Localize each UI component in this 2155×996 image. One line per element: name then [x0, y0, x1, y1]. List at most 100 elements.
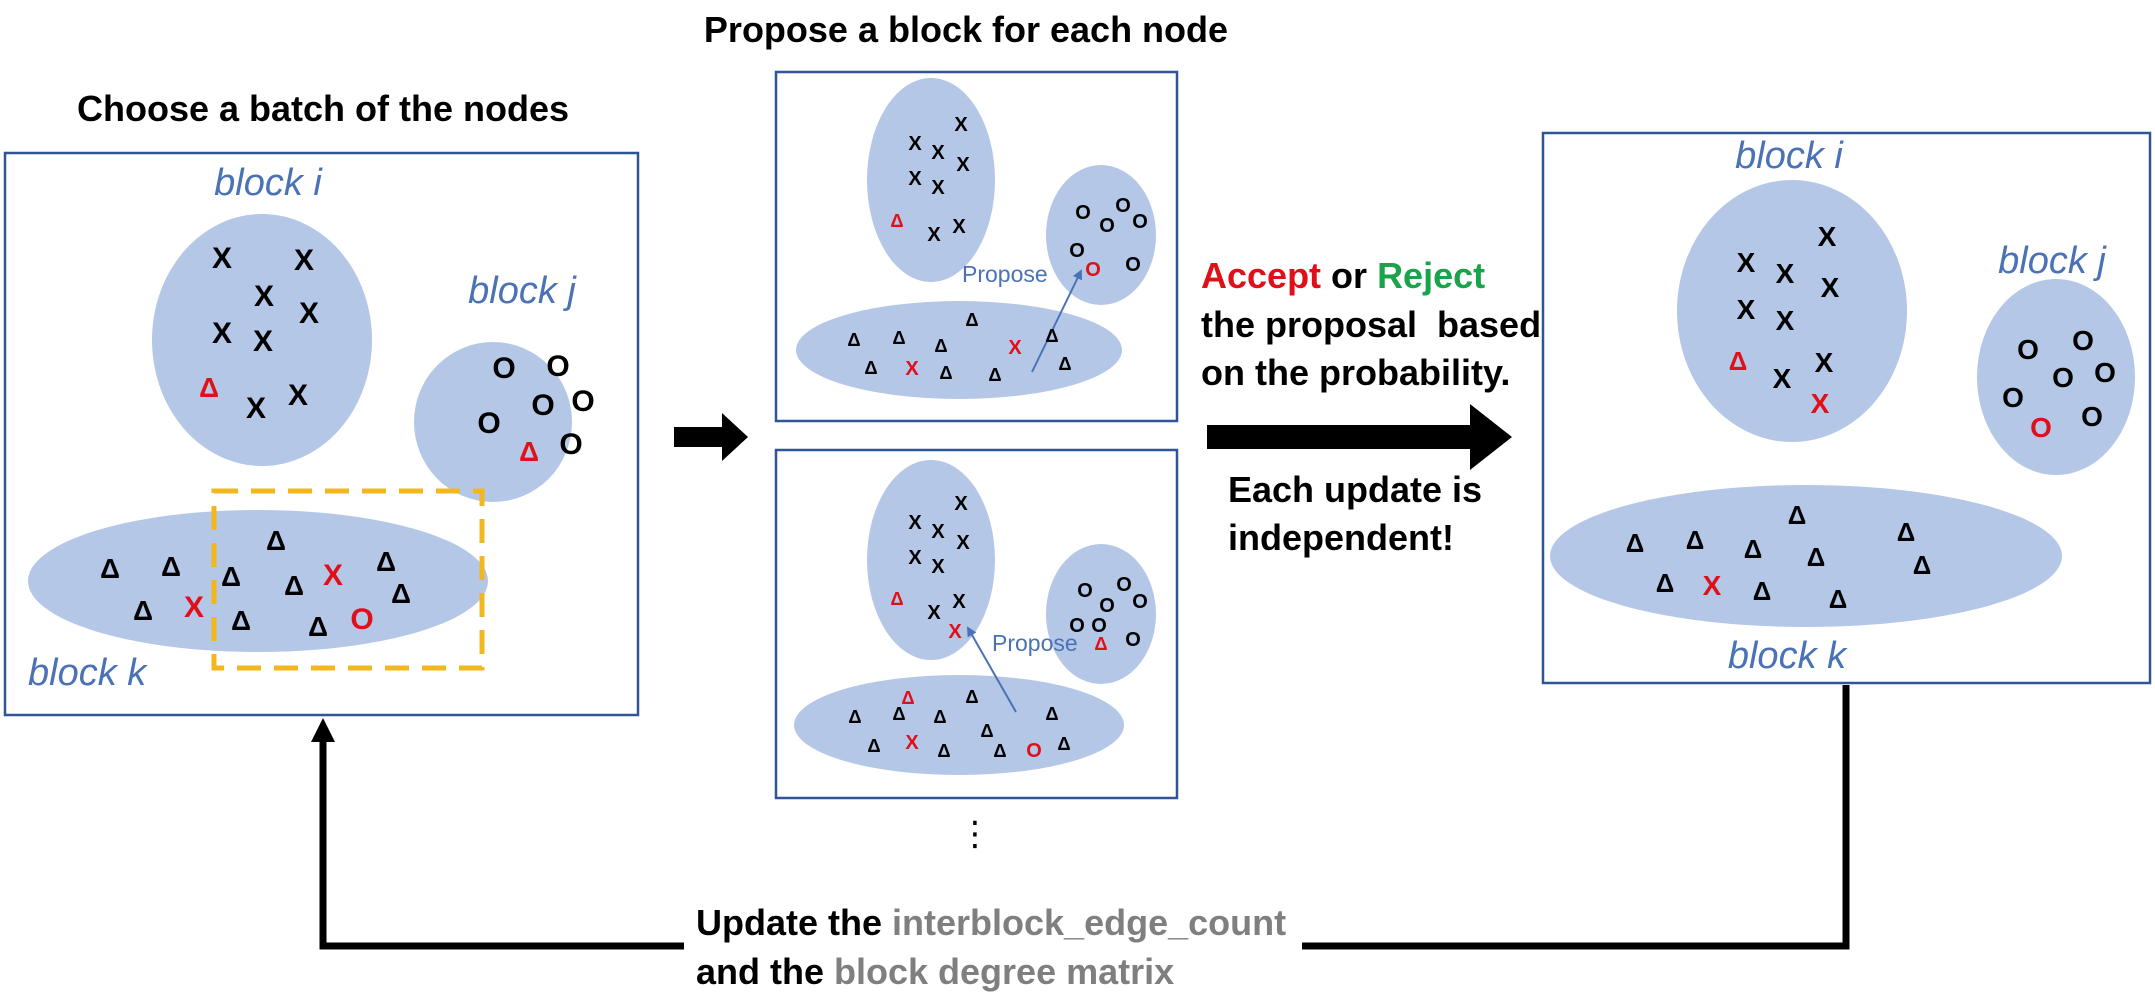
triangle-node-icon: Δ: [980, 720, 993, 741]
triangle-node-icon: Δ: [1913, 552, 1932, 580]
red-triangle-node-icon: Δ: [1729, 348, 1748, 376]
decision-line-2: the proposal based: [1201, 304, 1541, 345]
more-proposals-ellipsis: ⋮: [958, 814, 992, 854]
x-node-icon: X: [1737, 247, 1756, 278]
x-node-icon: X: [956, 532, 970, 554]
x-node-icon: X: [299, 297, 319, 330]
red-x-node-icon: X: [1703, 570, 1722, 601]
triangle-node-icon: Δ: [892, 327, 905, 348]
right-block-j-label: block j: [1998, 240, 2107, 282]
interblock-edge-count-term: interblock_edge_count: [892, 902, 1286, 943]
red-o-node-icon: O: [2030, 412, 2052, 443]
red-x-node-icon: X: [1008, 337, 1022, 359]
o-node-icon: O: [1099, 595, 1115, 617]
x-node-icon: X: [212, 242, 232, 275]
triangle-node-icon: Δ: [376, 546, 396, 577]
x-node-icon: X: [212, 317, 232, 350]
right-block-j-cluster: [1977, 279, 2135, 475]
triangle-node-icon: Δ: [867, 735, 880, 756]
triangle-node-icon: Δ: [1744, 536, 1763, 564]
right-block-k-label: block k: [1728, 635, 1848, 677]
block-i-label: block i: [214, 162, 323, 204]
decision-line-1: Accept or Reject: [1201, 255, 1485, 296]
block-k-cluster: [28, 510, 488, 652]
triangle-node-icon: Δ: [1045, 325, 1058, 346]
block-k-label: block k: [28, 652, 148, 694]
red-x-node-icon: X: [184, 591, 204, 624]
o-node-icon: O: [2072, 325, 2094, 356]
proposal-panel-bottom-frame: [774, 448, 1179, 800]
x-node-icon: X: [908, 512, 922, 534]
feedback-arrowhead: [311, 718, 335, 742]
triangle-node-icon: Δ: [847, 329, 860, 350]
block-j-cluster: [414, 342, 572, 502]
triangle-node-icon: Δ: [1057, 733, 1070, 754]
triangle-node-icon: Δ: [1626, 530, 1645, 558]
independence-note-line-1: Each update is: [1228, 469, 1482, 510]
triangle-node-icon: Δ: [1686, 527, 1705, 555]
batch-selection-box: [211, 488, 485, 671]
red-triangle-node-icon: Δ: [890, 210, 903, 231]
x-node-icon: X: [288, 379, 308, 412]
x-node-icon: X: [294, 244, 314, 277]
x-node-icon: X: [931, 142, 945, 164]
x-node-icon: X: [1818, 221, 1837, 252]
o-node-icon: O: [2052, 362, 2074, 393]
x-node-icon: X: [954, 114, 968, 136]
triangle-node-icon: Δ: [864, 357, 877, 378]
o-node-icon: O: [1091, 615, 1107, 637]
red-triangle-node-icon: Δ: [901, 687, 914, 708]
x-node-icon: X: [1776, 305, 1795, 336]
mid-top-block-k: [796, 301, 1122, 399]
propose-label-bottom: Propose: [992, 630, 1078, 656]
triangle-node-icon: Δ: [988, 364, 1001, 385]
triangle-node-icon: Δ: [934, 335, 947, 356]
decision-line-3: on the probability.: [1201, 352, 1510, 393]
triangle-node-icon: Δ: [892, 703, 905, 724]
right-panel-frame: [1541, 131, 2152, 685]
o-node-icon: O: [546, 350, 569, 383]
red-x-node-icon: X: [1811, 388, 1830, 419]
feedback-loop-return: [319, 738, 684, 950]
x-node-icon: X: [931, 521, 945, 543]
o-node-icon: O: [1125, 254, 1141, 276]
triangle-node-icon: Δ: [284, 570, 304, 601]
red-o-node-icon: O: [350, 603, 373, 636]
red-o-node-icon: O: [1026, 740, 1042, 762]
triangle-node-icon: Δ: [308, 611, 328, 642]
triangle-node-icon: Δ: [939, 362, 952, 383]
triangle-node-icon: Δ: [1753, 578, 1772, 606]
triangle-node-icon: Δ: [1807, 544, 1826, 572]
triangle-node-icon: Δ: [161, 551, 181, 582]
triangle-node-icon: Δ: [1058, 353, 1071, 374]
x-node-icon: X: [1737, 294, 1756, 325]
mid-bottom-block-j: [1046, 544, 1156, 684]
block-j-label: block j: [468, 270, 577, 312]
propose-label-top: Propose: [962, 261, 1048, 287]
mid-top-block-i: [867, 78, 995, 282]
to-result-arrow: [1207, 404, 1512, 470]
footer-line-1: Update the interblock_edge_count: [696, 902, 1286, 943]
triangle-node-icon: Δ: [965, 309, 978, 330]
o-node-icon: O: [571, 385, 594, 418]
o-node-icon: O: [1069, 615, 1085, 637]
choose-batch-heading: Choose a batch of the nodes: [77, 88, 569, 129]
red-triangle-node-icon: Δ: [519, 436, 539, 467]
o-node-icon: O: [1115, 195, 1131, 217]
propose-block-heading: Propose a block for each node: [704, 9, 1228, 50]
o-node-icon: O: [1132, 211, 1148, 233]
triangle-node-icon: Δ: [933, 706, 946, 727]
x-node-icon: X: [1776, 258, 1795, 289]
triangle-node-icon: Δ: [221, 561, 241, 592]
o-node-icon: O: [559, 428, 582, 461]
triangle-node-icon: Δ: [391, 578, 411, 609]
red-x-node-icon: X: [905, 732, 919, 754]
to-proposal-arrow: [674, 413, 748, 461]
independence-note-line-2: independent!: [1228, 517, 1454, 558]
footer-line-1-prefix: Update the: [696, 902, 892, 943]
